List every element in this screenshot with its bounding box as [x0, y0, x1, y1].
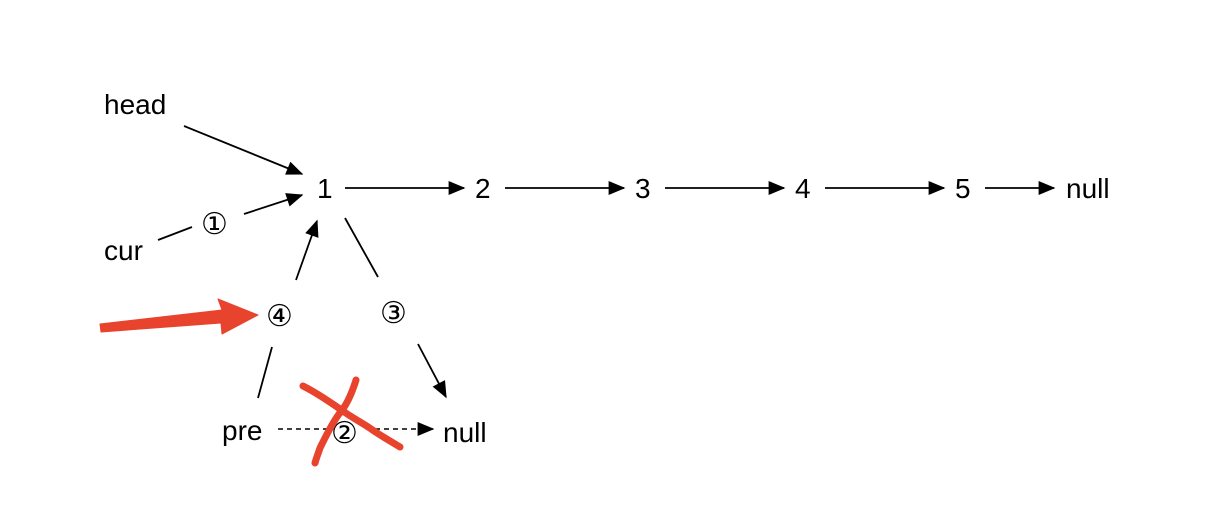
- pre-label: pre: [222, 415, 262, 446]
- node-5: 5: [955, 173, 971, 204]
- node-1: 1: [317, 173, 333, 204]
- null-lower: null: [443, 417, 487, 448]
- red-pointer-arrow: [99, 298, 259, 335]
- line-1-to-step3: [344, 217, 379, 278]
- head-label: head: [104, 89, 166, 120]
- red-cross-out-mark: [299, 376, 404, 467]
- arrow-step3-to-null: [417, 343, 447, 399]
- step-3-marker: ③: [380, 296, 407, 331]
- cur-label: cur: [104, 235, 143, 266]
- step-4-marker: ④: [266, 299, 293, 334]
- node-2: 2: [475, 173, 491, 204]
- line-pre-to-step4: [257, 346, 273, 399]
- line-cur-to-step1: [157, 226, 193, 241]
- step-1-marker: ①: [201, 207, 228, 242]
- arrow-head-to-1: [183, 125, 304, 175]
- node-4: 4: [795, 173, 811, 204]
- arrow-step4-to-1: [295, 219, 319, 281]
- arrow-step1-to-1: [243, 193, 304, 215]
- null-main: null: [1066, 173, 1110, 204]
- node-3: 3: [635, 173, 651, 204]
